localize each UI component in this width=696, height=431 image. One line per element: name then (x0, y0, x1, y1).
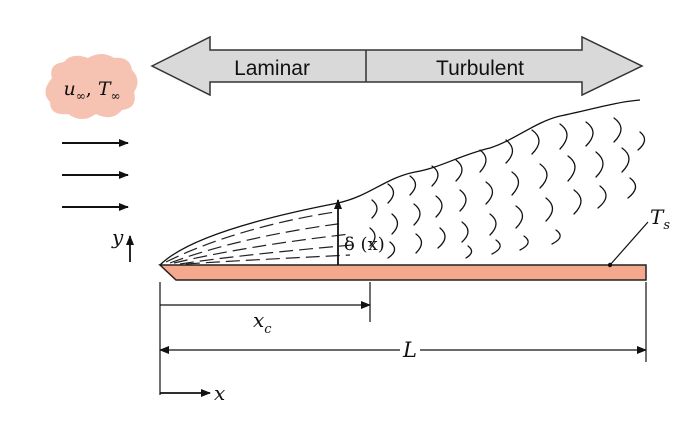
freestream-cloud (45, 54, 138, 119)
freestream-arrows (62, 139, 129, 211)
laminar-streamline-1 (165, 211, 336, 263)
plate-length-label: L (402, 338, 417, 362)
regime-arrow-shape (150, 35, 644, 97)
y-axis-label: y (111, 225, 124, 249)
critical-length-label: xc (253, 308, 272, 337)
surface-temp-label: Ts (650, 205, 670, 233)
boundary-layer-edge (159, 99, 641, 266)
x-axis-label: x (214, 381, 225, 405)
freestream-badge: u∞, T∞ (45, 54, 138, 119)
turbulent-label: Turbulent (436, 57, 524, 80)
freestream-conditions-label: u∞, T∞ (63, 78, 120, 103)
laminar-streamline-4 (179, 244, 353, 265)
laminar-label: Laminar (234, 57, 310, 80)
surface-temperature-callout: Ts (607, 205, 670, 268)
laminar-streamline-2 (169, 222, 346, 264)
dimension-lines (159, 282, 647, 395)
coordinate-axes: y x (111, 225, 225, 405)
turbulent-eddies (369, 117, 646, 259)
flat-plate (158, 264, 647, 281)
laminar-streamlines (165, 211, 353, 265)
laminar-streamline-5 (185, 254, 351, 265)
surface-temp-leader (609, 221, 649, 266)
regime-double-arrow: Laminar Turbulent (150, 35, 644, 97)
laminar-streamline-3 (173, 233, 351, 264)
thickness-label: δ (x) (344, 234, 385, 255)
